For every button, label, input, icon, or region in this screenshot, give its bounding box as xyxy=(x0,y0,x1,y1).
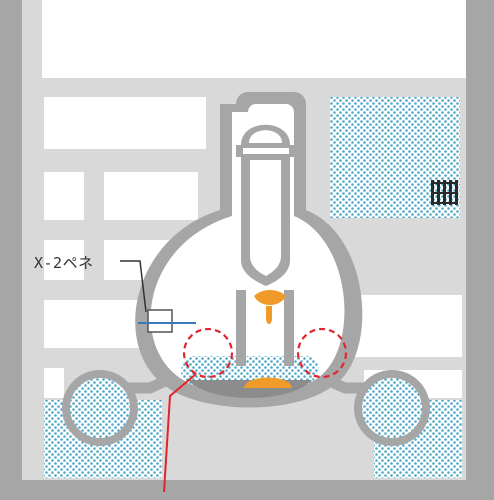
debris-rpv-bottom xyxy=(254,290,286,305)
debris-pedestal-floor xyxy=(244,377,292,388)
x2-leader-line xyxy=(120,260,147,313)
x2-penetration-label: X-2ペネ xyxy=(34,254,94,272)
inspection-markers xyxy=(182,327,348,379)
reactor-pressure-vessel xyxy=(236,124,296,286)
fuel-debris xyxy=(244,290,292,388)
fuel-rack-icon xyxy=(431,180,458,205)
inspection-circle-left xyxy=(182,327,234,379)
inspection-circle-right xyxy=(296,327,348,379)
debris-drip xyxy=(266,306,272,324)
right-suppression-chamber xyxy=(354,370,430,446)
left-suppression-chamber xyxy=(62,370,138,446)
inspection-pointer-line xyxy=(163,373,197,493)
x2-penetration xyxy=(120,260,196,333)
pedestal-columns xyxy=(236,290,294,366)
spent-fuel-pool xyxy=(330,97,460,218)
